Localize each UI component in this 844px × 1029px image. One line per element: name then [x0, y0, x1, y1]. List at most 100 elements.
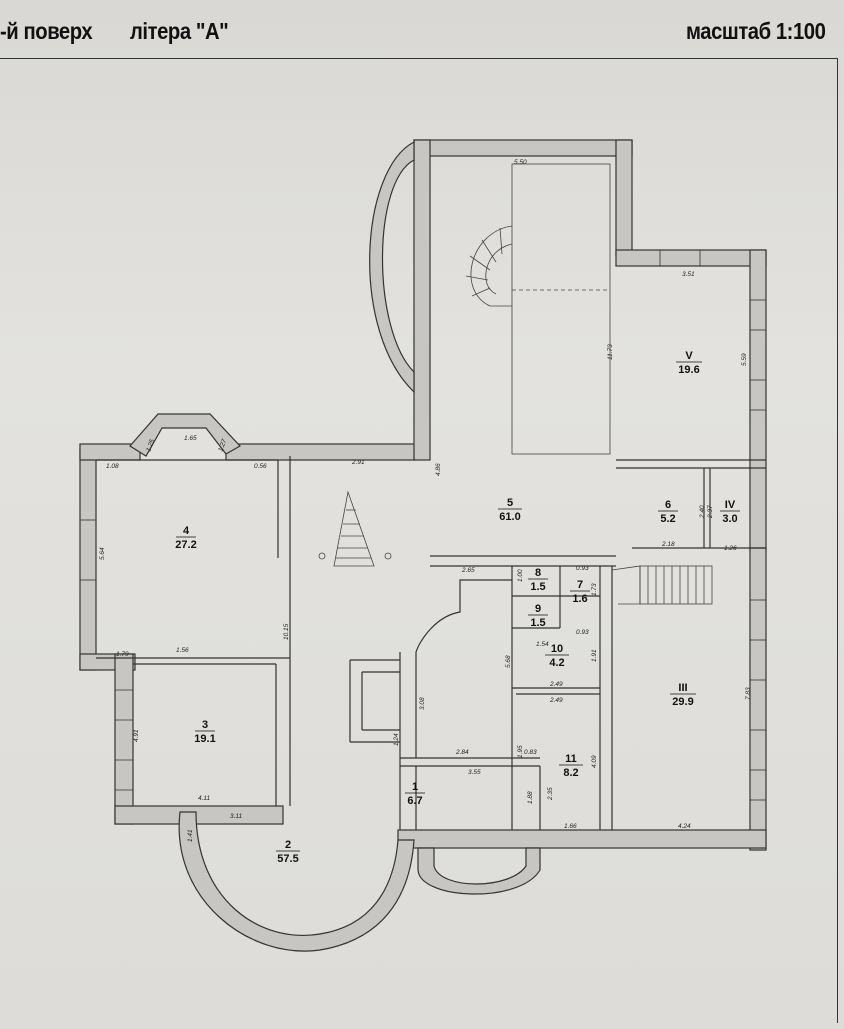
dim-label: 1.56 [176, 647, 189, 654]
wall-rotunda-top [369, 141, 415, 394]
dim-label: 1.26 [724, 545, 737, 552]
dim-label: 4.91 [133, 729, 140, 742]
dim-label: 4.24 [678, 823, 691, 830]
dim-label: 2.49 [549, 681, 563, 688]
dim-label: 1.95 [517, 745, 524, 758]
outer-walls [79, 139, 767, 952]
dim-label: 2.65 [461, 567, 475, 574]
room-labels: 1 6.7 2 57.5 3 19.1 4 27.2 5 61.0 6 5.2 … [175, 350, 737, 865]
dim-label: 1.27 [217, 438, 228, 453]
room-11-number: 11 [565, 753, 577, 765]
dim-label: 1.73 [591, 583, 598, 596]
room-7-area: 1.6 [572, 593, 587, 605]
dim-label: 10.15 [283, 623, 290, 640]
dim-label: 3.11 [230, 813, 243, 820]
room-2-area: 57.5 [277, 853, 298, 865]
dim-label: 4.09 [591, 755, 598, 768]
dim-label: 2.37 [707, 505, 714, 519]
dim-label: 2.18 [661, 541, 675, 548]
dim-label: 1.41 [187, 829, 194, 842]
room-2-number: 2 [285, 839, 291, 851]
room-1-area: 6.7 [407, 795, 422, 807]
wall-center-vertical [413, 139, 431, 461]
dim-label: 1.24 [393, 733, 400, 746]
room-5-area: 61.0 [499, 511, 520, 523]
stairs [318, 225, 713, 605]
dim-label: 1.08 [106, 463, 119, 470]
dim-label: 1.88 [527, 791, 534, 804]
room-V-number: V [685, 350, 693, 362]
floor-label: -й поверх [0, 18, 93, 44]
dim-label: 5.50 [514, 159, 527, 166]
room-4-area: 27.2 [175, 539, 196, 551]
dim-label: 0.93 [576, 565, 589, 572]
dim-label: 1.54 [536, 641, 549, 648]
wall-left-lower [114, 653, 134, 825]
dim-label: 5.59 [741, 353, 748, 366]
room-IV-number: IV [725, 499, 736, 511]
wall-top-center [413, 139, 633, 157]
dim-label: 3.55 [468, 769, 481, 776]
inner-walls [96, 163, 766, 830]
room-3-area: 19.1 [194, 733, 215, 745]
dim-label: 1.91 [591, 649, 598, 662]
dim-label: 4.86 [435, 463, 442, 476]
plan-frame [0, 58, 838, 1023]
dim-label: 4.11 [198, 795, 211, 802]
dim-label: 7.83 [745, 687, 752, 700]
dim-label: 5.64 [99, 547, 106, 560]
dim-label: 2.91 [351, 459, 365, 466]
room-3-number: 3 [202, 719, 208, 731]
room-6-area: 5.2 [660, 513, 675, 525]
wall-bottom-right [397, 829, 767, 849]
window-marks [80, 250, 766, 801]
dim-label: 0.83 [524, 749, 537, 756]
dim-label: 1.00 [517, 569, 524, 582]
wall-left-wing [79, 447, 97, 671]
dim-label: 1.79 [116, 651, 129, 658]
wall-bottom-left [114, 805, 284, 825]
dim-label: 1.65 [184, 435, 197, 442]
dim-label: 2.49 [549, 697, 563, 704]
room-5-number: 5 [507, 497, 513, 509]
room-6-number: 6 [665, 499, 671, 511]
room-1-number: 1 [412, 781, 418, 793]
wall-porch [417, 847, 541, 895]
dim-label: 3.51 [682, 271, 695, 278]
wall-right-wing-lower [749, 547, 767, 851]
room-IV-area: 3.0 [722, 513, 737, 525]
dimension-labels: 5.50 11.73 3.51 5.59 2.91 4.86 1.65 1.08… [99, 159, 752, 842]
room-10-number: 10 [551, 643, 563, 655]
label-underlines [176, 361, 740, 852]
room-8-number: 8 [535, 567, 541, 579]
dim-label: 2.84 [455, 749, 469, 756]
wall-top-mid [225, 443, 417, 461]
dim-label: 0.93 [576, 629, 589, 636]
wall-bay-window [129, 413, 241, 457]
room-9-number: 9 [535, 603, 541, 615]
wall-rotunda-bottom [178, 811, 415, 952]
room-V-area: 19.6 [678, 364, 699, 376]
dim-label: 3.08 [419, 697, 426, 710]
dim-label: 1.66 [564, 823, 577, 830]
room-8-area: 1.5 [530, 581, 545, 593]
wall-top-right [615, 249, 767, 267]
room-10-area: 4.2 [549, 657, 564, 669]
room-7-number: 7 [577, 579, 583, 591]
room-III-area: 29.9 [672, 696, 693, 708]
wall-right-wing-upper [749, 249, 767, 551]
scale-label: масштаб 1:100 [686, 18, 826, 44]
room-9-area: 1.5 [530, 617, 545, 629]
dim-label: 5.68 [505, 655, 512, 668]
room-III-number: III [678, 682, 687, 694]
dim-label: 2.40 [699, 505, 706, 519]
room-4-number: 4 [183, 525, 190, 537]
dim-label: 0.56 [254, 463, 267, 470]
dim-label: 1.25 [145, 438, 156, 453]
dim-label: 11.73 [607, 344, 614, 360]
room-11-area: 8.2 [563, 767, 578, 779]
wall-right-upper [615, 139, 633, 257]
letter-label: літера "А" [130, 18, 229, 44]
